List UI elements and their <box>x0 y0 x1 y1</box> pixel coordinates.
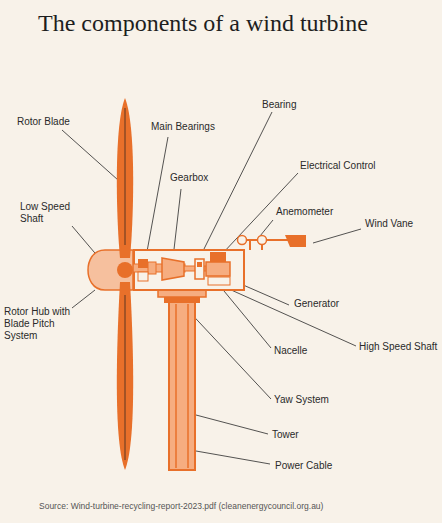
part-label: Low Speed Shaft <box>20 201 90 225</box>
part-label: Wind Vane <box>365 218 440 230</box>
title: The components of a wind turbine <box>38 9 368 37</box>
part-label: Main Bearings <box>151 121 241 133</box>
part-label: Anemometer <box>276 206 356 218</box>
part-label: Rotor Hub with Blade Pitch System <box>4 306 84 342</box>
part-label: Yaw System <box>274 394 354 406</box>
part-label: High Speed Shaft <box>359 341 439 353</box>
part-label: Rotor Blade <box>17 116 97 128</box>
part-label: Bearing <box>262 99 332 111</box>
part-label: Tower <box>272 429 332 441</box>
part-label: Gearbox <box>170 172 240 184</box>
part-label: Electrical Control <box>300 160 420 172</box>
part-label: Nacelle <box>274 345 344 357</box>
source-caption: Source: Wind-turbine-recycling-report-20… <box>39 501 323 511</box>
part-label: Generator <box>294 298 374 310</box>
part-label: Power Cable <box>275 460 355 472</box>
